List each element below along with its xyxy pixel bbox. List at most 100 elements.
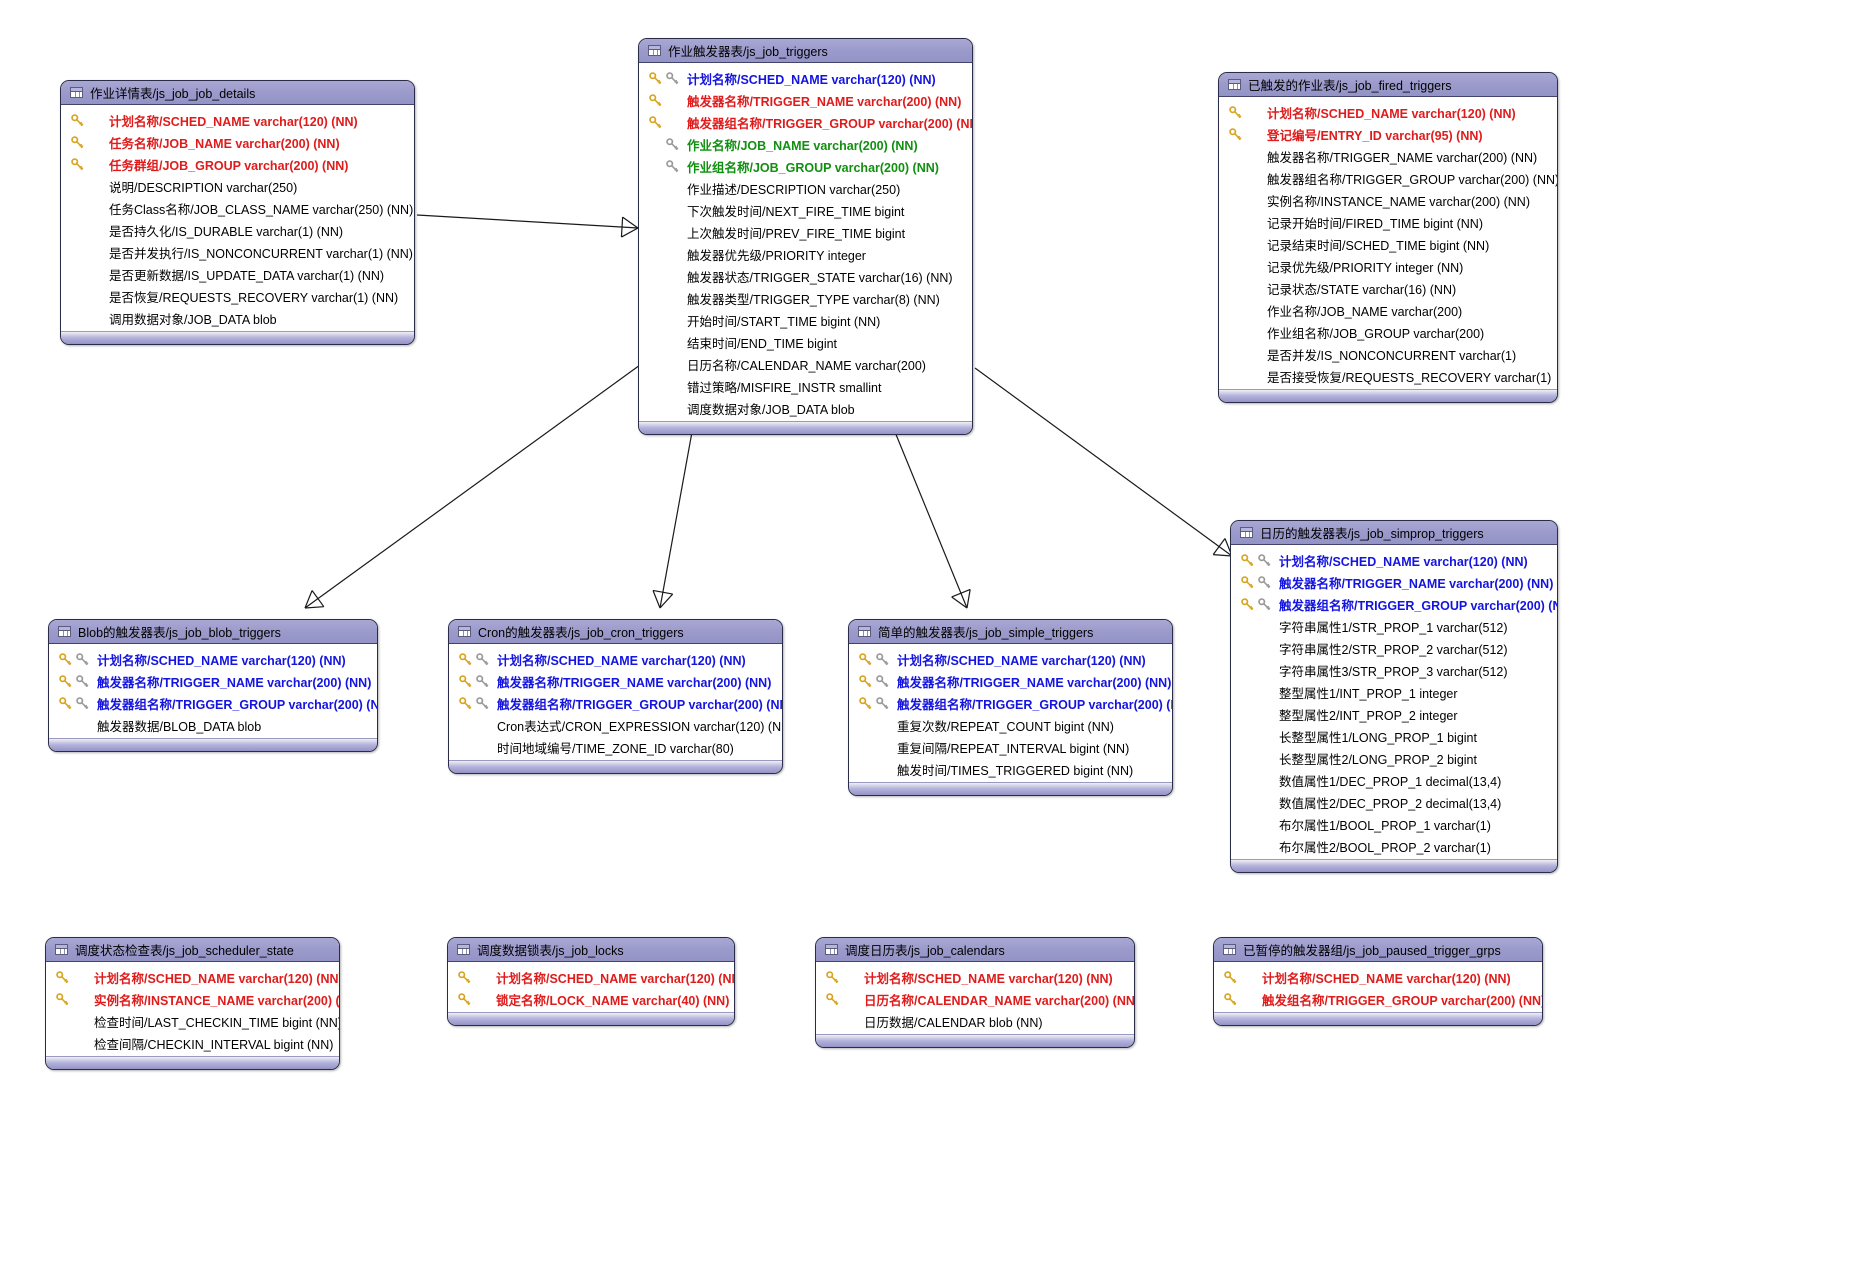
attribute-row[interactable]: 开始时间/START_TIME bigint (NN) [639, 309, 972, 331]
attribute-row[interactable]: 触发时间/TIMES_TRIGGERED bigint (NN) [849, 758, 1172, 780]
entity-cron_triggers[interactable]: Cron的触发器表/js_job_cron_triggers 计划名称/SCHED… [448, 619, 783, 774]
attribute-row[interactable]: 结束时间/END_TIME bigint [639, 331, 972, 353]
attribute-row[interactable]: 检查间隔/CHECKIN_INTERVAL bigint (NN) [46, 1032, 339, 1054]
attribute-row[interactable]: 日历名称/CALENDAR_NAME varchar(200) [639, 353, 972, 375]
attribute-row[interactable]: 字符串属性3/STR_PROP_3 varchar(512) [1231, 659, 1557, 681]
attribute-row[interactable]: 登记编号/ENTRY_ID varchar(95) (NN) [1219, 123, 1557, 145]
attribute-row[interactable]: 是否持久化/IS_DURABLE varchar(1) (NN) [61, 219, 414, 241]
attribute-row[interactable]: 触发器组名称/TRIGGER_GROUP varchar(200) (NN) [49, 692, 377, 714]
attribute-row[interactable]: 调度数据对象/JOB_DATA blob [639, 397, 972, 419]
attribute-row[interactable]: 实例名称/INSTANCE_NAME varchar(200) (NN) [1219, 189, 1557, 211]
entity-header-job_triggers[interactable]: 作业触发器表/js_job_triggers [639, 39, 972, 63]
attribute-row[interactable]: 任务群组/JOB_GROUP varchar(200) (NN) [61, 153, 414, 175]
entity-job_details[interactable]: 作业详情表/js_job_job_details 计划名称/SCHED_NAME … [60, 80, 415, 345]
attribute-row[interactable]: 上次触发时间/PREV_FIRE_TIME bigint [639, 221, 972, 243]
attribute-row[interactable]: 计划名称/SCHED_NAME varchar(120) (NN) [1231, 549, 1557, 571]
attribute-row[interactable]: 计划名称/SCHED_NAME varchar(120) (NN) [849, 648, 1172, 670]
attribute-row[interactable]: 日历数据/CALENDAR blob (NN) [816, 1010, 1134, 1032]
attribute-row[interactable]: 触发器组名称/TRIGGER_GROUP varchar(200) (NN) [449, 692, 782, 714]
attribute-row[interactable]: 计划名称/SCHED_NAME varchar(120) (NN) [816, 966, 1134, 988]
attribute-row[interactable]: 长整型属性2/LONG_PROP_2 bigint [1231, 747, 1557, 769]
attribute-row[interactable]: 计划名称/SCHED_NAME varchar(120) (NN) [1219, 101, 1557, 123]
attribute-row[interactable]: 任务名称/JOB_NAME varchar(200) (NN) [61, 131, 414, 153]
attribute-row[interactable]: 计划名称/SCHED_NAME varchar(120) (NN) [49, 648, 377, 670]
attribute-row[interactable]: Cron表达式/CRON_EXPRESSION varchar(120) (NN… [449, 714, 782, 736]
entity-fired_triggers[interactable]: 已触发的作业表/js_job_fired_triggers 计划名称/SCHED_… [1218, 72, 1558, 403]
attribute-row[interactable]: 触发器名称/TRIGGER_NAME varchar(200) (NN) [1219, 145, 1557, 167]
entity-header-simple_triggers[interactable]: 简单的触发器表/js_job_simple_triggers [849, 620, 1172, 644]
attribute-row[interactable]: 布尔属性1/BOOL_PROP_1 varchar(1) [1231, 813, 1557, 835]
attribute-row[interactable]: 检查时间/LAST_CHECKIN_TIME bigint (NN) [46, 1010, 339, 1032]
attribute-row[interactable]: 重复间隔/REPEAT_INTERVAL bigint (NN) [849, 736, 1172, 758]
entity-header-locks[interactable]: 调度数据锁表/js_job_locks [448, 938, 734, 962]
attribute-row[interactable]: 计划名称/SCHED_NAME varchar(120) (NN) [448, 966, 734, 988]
attribute-row[interactable]: 触发器名称/TRIGGER_NAME varchar(200) (NN) [449, 670, 782, 692]
entity-paused_trigger_grps[interactable]: 已暂停的触发器组/js_job_paused_trigger_grps 计划名称/… [1213, 937, 1543, 1026]
attribute-row[interactable]: 字符串属性1/STR_PROP_1 varchar(512) [1231, 615, 1557, 637]
attribute-row[interactable]: 触发组名称/TRIGGER_GROUP varchar(200) (NN) [1214, 988, 1542, 1010]
entity-simple_triggers[interactable]: 简单的触发器表/js_job_simple_triggers 计划名称/SCHED… [848, 619, 1173, 796]
attribute-row[interactable]: 触发器优先级/PRIORITY integer [639, 243, 972, 265]
attribute-row[interactable]: 记录状态/STATE varchar(16) (NN) [1219, 277, 1557, 299]
attribute-row[interactable]: 时间地域编号/TIME_ZONE_ID varchar(80) [449, 736, 782, 758]
attribute-row[interactable]: 锁定名称/LOCK_NAME varchar(40) (NN) [448, 988, 734, 1010]
attribute-row[interactable]: 作业名称/JOB_NAME varchar(200) (NN) [639, 133, 972, 155]
attribute-row[interactable]: 触发器组名称/TRIGGER_GROUP varchar(200) (NN) [849, 692, 1172, 714]
attribute-row[interactable]: 错过策略/MISFIRE_INSTR smallint [639, 375, 972, 397]
attribute-row[interactable]: 实例名称/INSTANCE_NAME varchar(200) (NN) [46, 988, 339, 1010]
entity-header-calendars[interactable]: 调度日历表/js_job_calendars [816, 938, 1134, 962]
attribute-row[interactable]: 是否并发/IS_NONCONCURRENT varchar(1) [1219, 343, 1557, 365]
attribute-row[interactable]: 计划名称/SCHED_NAME varchar(120) (NN) [1214, 966, 1542, 988]
attribute-row[interactable]: 触发器名称/TRIGGER_NAME varchar(200) (NN) [849, 670, 1172, 692]
attribute-row[interactable]: 计划名称/SCHED_NAME varchar(120) (NN) [46, 966, 339, 988]
attribute-row[interactable]: 长整型属性1/LONG_PROP_1 bigint [1231, 725, 1557, 747]
attribute-row[interactable]: 整型属性1/INT_PROP_1 integer [1231, 681, 1557, 703]
attribute-row[interactable]: 数值属性1/DEC_PROP_1 decimal(13,4) [1231, 769, 1557, 791]
attribute-row[interactable]: 作业名称/JOB_NAME varchar(200) [1219, 299, 1557, 321]
attribute-row[interactable]: 触发器组名称/TRIGGER_GROUP varchar(200) (NN) [1219, 167, 1557, 189]
entity-header-paused_trigger_grps[interactable]: 已暂停的触发器组/js_job_paused_trigger_grps [1214, 938, 1542, 962]
attribute-row[interactable]: 说明/DESCRIPTION varchar(250) [61, 175, 414, 197]
entity-simprop_triggers[interactable]: 日历的触发器表/js_job_simprop_triggers 计划名称/SCHE… [1230, 520, 1558, 873]
attribute-row[interactable]: 是否更新数据/IS_UPDATE_DATA varchar(1) (NN) [61, 263, 414, 285]
entity-job_triggers[interactable]: 作业触发器表/js_job_triggers 计划名称/SCHED_NAME va… [638, 38, 973, 435]
attribute-row[interactable]: 记录开始时间/FIRED_TIME bigint (NN) [1219, 211, 1557, 233]
attribute-row[interactable]: 是否并发执行/IS_NONCONCURRENT varchar(1) (NN) [61, 241, 414, 263]
attribute-row[interactable]: 触发器数据/BLOB_DATA blob [49, 714, 377, 736]
attribute-row[interactable]: 计划名称/SCHED_NAME varchar(120) (NN) [449, 648, 782, 670]
attribute-row[interactable]: 整型属性2/INT_PROP_2 integer [1231, 703, 1557, 725]
entity-header-cron_triggers[interactable]: Cron的触发器表/js_job_cron_triggers [449, 620, 782, 644]
attribute-row[interactable]: 作业组名称/JOB_GROUP varchar(200) [1219, 321, 1557, 343]
attribute-row[interactable]: 记录结束时间/SCHED_TIME bigint (NN) [1219, 233, 1557, 255]
entity-scheduler_state[interactable]: 调度状态检查表/js_job_scheduler_state 计划名称/SCHED… [45, 937, 340, 1070]
attribute-row[interactable]: 记录优先级/PRIORITY integer (NN) [1219, 255, 1557, 277]
attribute-row[interactable]: 触发器名称/TRIGGER_NAME varchar(200) (NN) [49, 670, 377, 692]
attribute-row[interactable]: 重复次数/REPEAT_COUNT bigint (NN) [849, 714, 1172, 736]
entity-header-job_details[interactable]: 作业详情表/js_job_job_details [61, 81, 414, 105]
attribute-row[interactable]: 任务Class名称/JOB_CLASS_NAME varchar(250) (N… [61, 197, 414, 219]
attribute-row[interactable]: 日历名称/CALENDAR_NAME varchar(200) (NN) [816, 988, 1134, 1010]
entity-header-simprop_triggers[interactable]: 日历的触发器表/js_job_simprop_triggers [1231, 521, 1557, 545]
attribute-row[interactable]: 作业描述/DESCRIPTION varchar(250) [639, 177, 972, 199]
attribute-row[interactable]: 触发器状态/TRIGGER_STATE varchar(16) (NN) [639, 265, 972, 287]
entity-locks[interactable]: 调度数据锁表/js_job_locks 计划名称/SCHED_NAME varch… [447, 937, 735, 1026]
attribute-row[interactable]: 数值属性2/DEC_PROP_2 decimal(13,4) [1231, 791, 1557, 813]
attribute-row[interactable]: 字符串属性2/STR_PROP_2 varchar(512) [1231, 637, 1557, 659]
entity-header-scheduler_state[interactable]: 调度状态检查表/js_job_scheduler_state [46, 938, 339, 962]
attribute-row[interactable]: 是否接受恢复/REQUESTS_RECOVERY varchar(1) [1219, 365, 1557, 387]
attribute-row[interactable]: 布尔属性2/BOOL_PROP_2 varchar(1) [1231, 835, 1557, 857]
attribute-row[interactable]: 触发器组名称/TRIGGER_GROUP varchar(200) (NN) [639, 111, 972, 133]
entity-blob_triggers[interactable]: Blob的触发器表/js_job_blob_triggers 计划名称/SCHED… [48, 619, 378, 752]
attribute-row[interactable]: 触发器类型/TRIGGER_TYPE varchar(8) (NN) [639, 287, 972, 309]
attribute-row[interactable]: 触发器名称/TRIGGER_NAME varchar(200) (NN) [639, 89, 972, 111]
attribute-row[interactable]: 计划名称/SCHED_NAME varchar(120) (NN) [639, 67, 972, 89]
attribute-row[interactable]: 下次触发时间/NEXT_FIRE_TIME bigint [639, 199, 972, 221]
entity-header-fired_triggers[interactable]: 已触发的作业表/js_job_fired_triggers [1219, 73, 1557, 97]
entity-header-blob_triggers[interactable]: Blob的触发器表/js_job_blob_triggers [49, 620, 377, 644]
attribute-row[interactable]: 计划名称/SCHED_NAME varchar(120) (NN) [61, 109, 414, 131]
attribute-row[interactable]: 是否恢复/REQUESTS_RECOVERY varchar(1) (NN) [61, 285, 414, 307]
entity-calendars[interactable]: 调度日历表/js_job_calendars 计划名称/SCHED_NAME va… [815, 937, 1135, 1048]
attribute-row[interactable]: 作业组名称/JOB_GROUP varchar(200) (NN) [639, 155, 972, 177]
attribute-row[interactable]: 触发器组名称/TRIGGER_GROUP varchar(200) (NN) [1231, 593, 1557, 615]
attribute-row[interactable]: 触发器名称/TRIGGER_NAME varchar(200) (NN) [1231, 571, 1557, 593]
